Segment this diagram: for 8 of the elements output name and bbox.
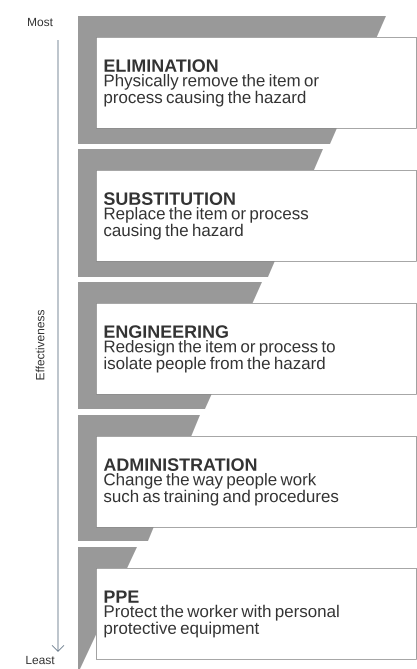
hazard-control-box: PPE Protect the worker with personal protective equipment (96, 568, 417, 660)
axis-label: Effectiveness (36, 310, 44, 380)
hazard-control-box: SUBSTITUTION Replace the item or process causing the hazard (96, 170, 417, 262)
hazard-control-box: ELIMINATION Physically remove the item or process causing the hazard (96, 37, 417, 129)
hazard-control-box: ADMINISTRATION Change the way people work such as training and procedures (96, 436, 417, 528)
axis-label: Most (28, 18, 53, 26)
axis-label: Least (26, 656, 55, 664)
hazard-control-box: ENGINEERING Redesign the item or process to isolate people from the hazard (96, 303, 417, 395)
